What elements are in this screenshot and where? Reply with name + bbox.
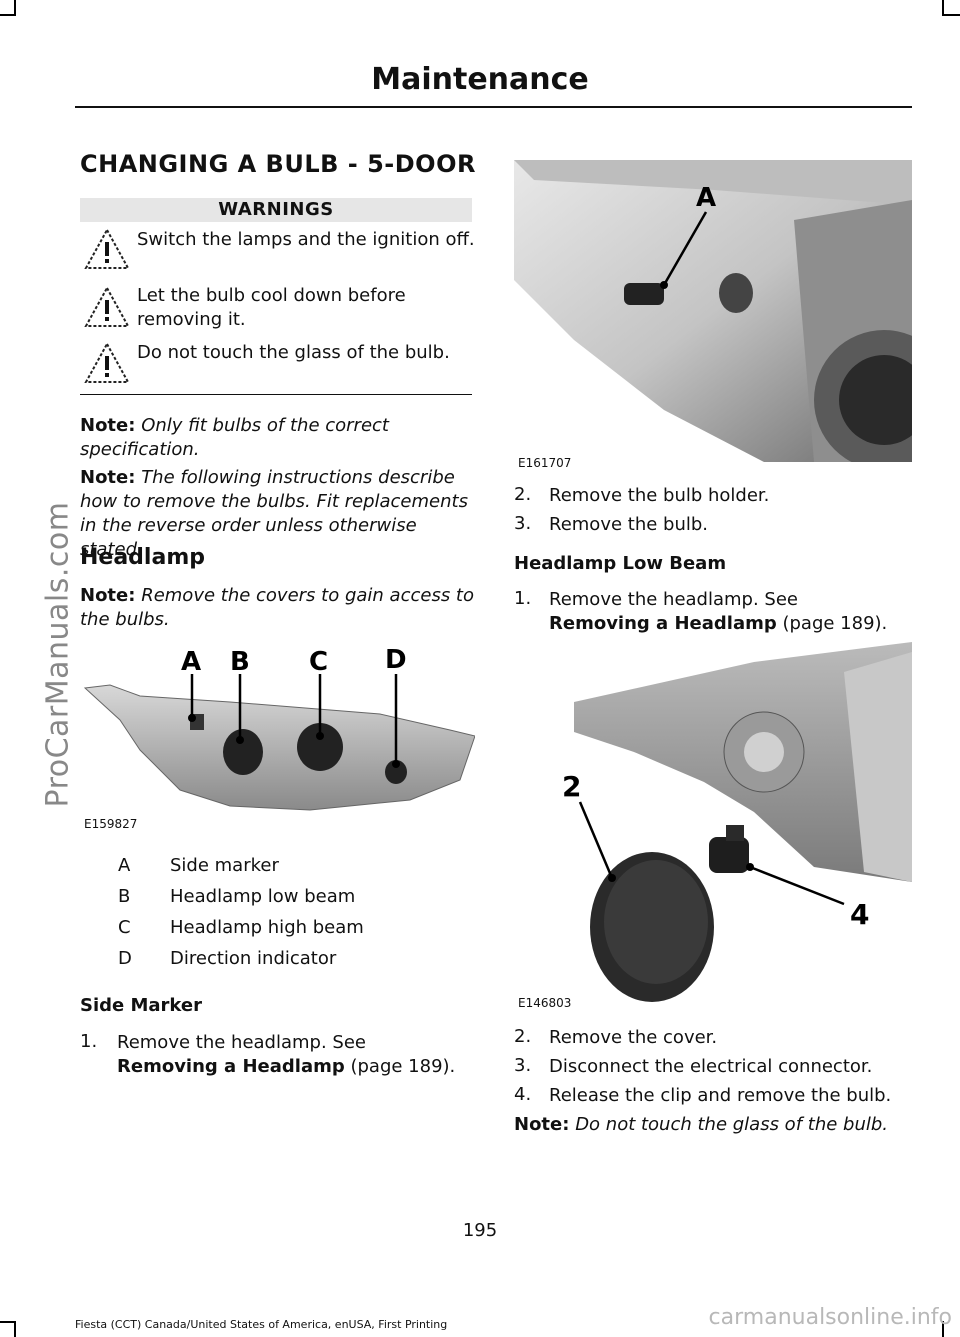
step-text: Remove the headlamp. See Removing a Head…: [117, 1032, 456, 1077]
crop-mark: [0, 14, 16, 16]
figure-code: E146803: [518, 996, 572, 1010]
step-text: Remove the cover.: [549, 1027, 718, 1048]
legend-value: Headlamp high beam: [170, 917, 364, 938]
side-marker-title: Side Marker: [80, 995, 203, 1016]
page-header-title: Maintenance: [371, 62, 589, 97]
step-text: Remove the headlamp. See Removing a Head…: [549, 589, 888, 634]
legend-key: B: [118, 886, 131, 907]
warning-text: Let the bulb cool down before removing i…: [137, 285, 406, 330]
callout-b: B: [230, 647, 250, 677]
headlamp-figure: A B C D: [83, 645, 475, 811]
page-number: 195: [462, 1220, 498, 1241]
step-number: 2.: [514, 484, 532, 505]
step-text: Disconnect the electrical connector.: [549, 1056, 873, 1077]
step-number: 1.: [80, 1031, 98, 1052]
sidebar-watermark: ProCarManuals.com: [40, 501, 76, 808]
step-text: Release the clip and remove the bulb.: [549, 1085, 892, 1106]
legend-key: C: [118, 917, 131, 938]
headlamp-title: Headlamp: [80, 545, 205, 570]
removing-headlamp-link[interactable]: Removing a Headlamp: [117, 1056, 345, 1077]
step-number: 3.: [514, 1055, 532, 1076]
step-text: Remove the bulb holder.: [549, 485, 770, 506]
figure-code: E159827: [84, 817, 138, 831]
callout-2: 2: [562, 770, 581, 803]
warnings-heading: WARNINGS: [80, 198, 472, 222]
site-watermark: carmanualsonline.info: [708, 1305, 952, 1330]
crop-mark: [0, 1321, 16, 1323]
step-number: 3.: [514, 513, 532, 534]
removing-headlamp-link[interactable]: Removing a Headlamp: [549, 613, 777, 634]
low-beam-figure: 2 4: [562, 642, 912, 1002]
step-number: 2.: [514, 1026, 532, 1047]
crop-mark: [14, 1321, 16, 1337]
warning-triangle-icon: [84, 286, 130, 327]
low-beam-title: Headlamp Low Beam: [514, 553, 727, 574]
footer-text: Fiesta (CCT) Canada/United States of Ame…: [75, 1318, 448, 1331]
warning-triangle-icon: [84, 342, 130, 383]
crop-mark: [942, 1321, 944, 1337]
legend-key: D: [118, 948, 132, 969]
header-rule: [75, 106, 912, 108]
warning-text: Do not touch the glass of the bulb.: [137, 342, 450, 363]
callout-c: C: [309, 647, 328, 677]
step-number: 4.: [514, 1084, 532, 1105]
crop-mark: [942, 0, 944, 16]
crop-mark: [14, 0, 16, 16]
legend-value: Side marker: [170, 855, 279, 876]
warning-text: Switch the lamps and the ignition off.: [137, 229, 475, 250]
step-text: Remove the bulb.: [549, 514, 709, 535]
legend-value: Direction indicator: [170, 948, 337, 969]
note-covers: Note: Remove the covers to gain access t…: [80, 585, 474, 630]
callout-a: A: [696, 183, 716, 213]
warning-triangle-icon: [84, 228, 130, 269]
note-instructions: Note: The following instructions describ…: [80, 467, 468, 560]
figure-code: E161707: [518, 456, 572, 470]
callout-a: A: [181, 647, 201, 677]
section-title: CHANGING A BULB - 5-DOOR: [80, 150, 476, 178]
step-number: 1.: [514, 588, 532, 609]
note-glass: Note: Do not touch the glass of the bulb…: [514, 1114, 888, 1135]
callout-4: 4: [850, 898, 869, 931]
legend-value: Headlamp low beam: [170, 886, 356, 907]
callout-d: D: [385, 645, 407, 675]
warnings-divider: [80, 394, 472, 395]
crop-mark: [942, 14, 960, 16]
note-fit-correct: Note: Only fit bulbs of the correct spec…: [80, 415, 389, 460]
legend-key: A: [118, 855, 131, 876]
side-marker-figure: A: [514, 160, 912, 462]
